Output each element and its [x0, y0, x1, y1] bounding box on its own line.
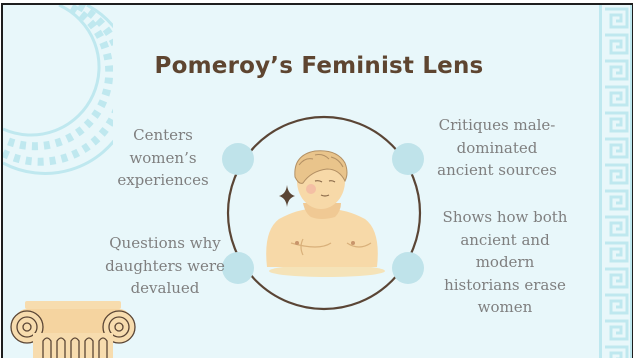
accent-dot: [392, 143, 424, 175]
ionic-column-capital: [3, 297, 143, 358]
point-label: Centers women’s experiences: [111, 124, 215, 192]
point-label: Critiques male-dominated ancient sources: [431, 114, 563, 182]
sparkle-icon: [279, 185, 295, 207]
accent-dot: [392, 252, 424, 284]
greek-key-corner-ornament: [3, 5, 113, 175]
point-label: Shows how both ancient and modern histor…: [439, 206, 571, 319]
slide: Pomeroy’s Feminist Lens Centers women’s …: [1, 3, 633, 358]
slide-title: Pomeroy’s Feminist Lens: [3, 53, 633, 79]
accent-dot: [222, 143, 254, 175]
classical-bust-illustration: [259, 147, 389, 281]
point-label: Questions why daughters were devalued: [99, 232, 231, 300]
